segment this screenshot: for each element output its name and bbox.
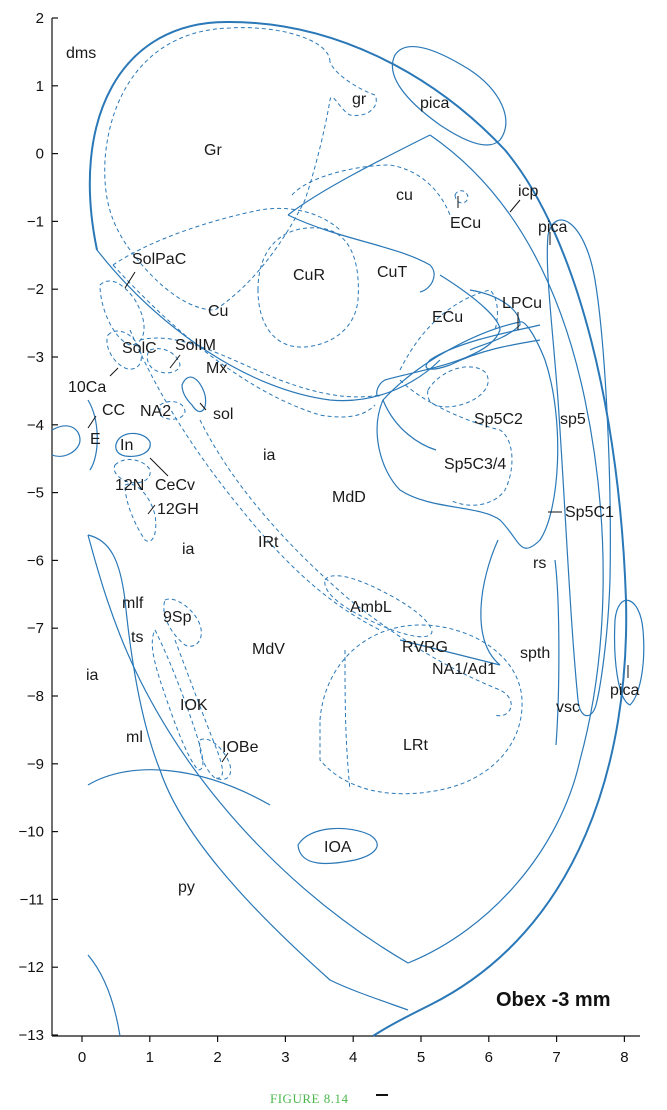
label-pica-top: pica	[420, 95, 449, 112]
region-labels: dms gr pica Gr cu icp ECu pica SolPaC Cu…	[66, 45, 639, 896]
x-tick-label: 1	[146, 1049, 154, 1066]
label-AmbL: AmbL	[350, 599, 392, 616]
label-10Ca: 10Ca	[68, 379, 106, 396]
x-tick-label: 0	[78, 1049, 86, 1066]
y-tick-label: −12	[19, 959, 44, 976]
y-tick-label: −1	[27, 213, 44, 230]
x-tick-label: 4	[349, 1049, 357, 1066]
y-tick-label: −8	[27, 688, 44, 705]
label-rs: rs	[533, 555, 546, 572]
label-pica-bottom: pica	[610, 682, 639, 699]
label-Cu: Cu	[208, 303, 228, 320]
y-tick-label: −10	[19, 824, 44, 841]
dashed-outlines	[99, 27, 523, 795]
label-Gr: Gr	[204, 142, 222, 159]
pica-right-capsule	[546, 219, 611, 717]
leader-lines	[87, 196, 629, 763]
label-In: In	[120, 437, 133, 454]
inner-boundary	[87, 134, 604, 964]
x-tick-label: 3	[281, 1049, 289, 1066]
label-CC: CC	[102, 402, 125, 419]
outer-boundary	[88, 20, 628, 1037]
label-sol: sol	[213, 406, 233, 423]
y-tick-label: −13	[19, 1027, 44, 1044]
label-NA1-Ad1: NA1/Ad1	[432, 661, 496, 678]
y-axis: 2 1 0 −1 −2 −3 −4 −5 −6 −7 −8 −9 −10 −11 −12 −13	[19, 10, 58, 1044]
label-LPCu: LPCu	[502, 295, 542, 312]
cur-boundary	[257, 227, 359, 348]
gr-boundary	[104, 27, 377, 311]
y-tick-label: −6	[27, 552, 44, 569]
label-SolIM: SolIM	[175, 337, 216, 354]
label-MdV: MdV	[252, 641, 285, 658]
y-tick-label: 1	[36, 78, 44, 95]
label-ECu: ECu	[432, 309, 463, 326]
x-tick-label: 7	[552, 1049, 560, 1066]
y-tick-label: −9	[27, 756, 44, 773]
x-tick-label: 8	[620, 1049, 628, 1066]
x-tick-label: 2	[213, 1049, 221, 1066]
label-SolC: SolC	[122, 340, 157, 357]
ambl-outline	[324, 575, 433, 638]
label-SolPaC: SolPaC	[132, 251, 186, 268]
y-tick-label: −11	[20, 891, 44, 908]
label-Sp5C3-4: Sp5C3/4	[444, 456, 506, 473]
label-IOK: IOK	[180, 697, 208, 714]
y-tick-label: 2	[36, 10, 44, 27]
label-cu: cu	[396, 187, 413, 204]
label-vsc: vsc	[556, 699, 580, 716]
label-IRt: IRt	[258, 534, 279, 551]
left-midline	[87, 534, 409, 1011]
label-ml: ml	[126, 729, 143, 746]
label-pica-right: pica	[538, 219, 567, 236]
y-tick-label: −2	[27, 281, 44, 298]
label-CuT: CuT	[377, 264, 407, 281]
figure-caption: FIGURE 8.14	[270, 1091, 348, 1106]
y-tick-label: −3	[27, 349, 44, 366]
label-CuR: CuR	[293, 267, 325, 284]
y-tick-label: −7	[27, 620, 44, 637]
label-ia-left: ia	[86, 667, 99, 684]
label-Mx: Mx	[206, 360, 227, 377]
label-LRt: LRt	[403, 737, 428, 754]
label-gr: gr	[352, 91, 367, 108]
x-tick-label: 6	[485, 1049, 493, 1066]
caption-marker	[376, 1094, 388, 1096]
label-icp: icp	[518, 183, 539, 200]
y-tick-label: 0	[36, 146, 44, 163]
ioa-outline	[297, 827, 378, 865]
label-mlf: mlf	[122, 595, 144, 612]
label-Sp5C1: Sp5C1	[565, 504, 614, 521]
label-IOA: IOA	[324, 839, 352, 856]
label-E: E	[90, 431, 101, 448]
label-12N: 12N	[115, 477, 144, 494]
x-axis: 0 1 2 3 4 5 6 7 8	[52, 1035, 640, 1066]
solid-outlines	[51, 20, 645, 1037]
y-tick-label: −4	[27, 417, 44, 434]
pica-small-capsule	[614, 599, 645, 706]
label-dms: dms	[66, 45, 96, 62]
label-NA2: NA2	[140, 403, 171, 420]
label-MdD: MdD	[332, 489, 366, 506]
label-ia-mid: ia	[182, 541, 195, 558]
y-tick-label: −5	[27, 485, 44, 502]
x-tick-label: 5	[417, 1049, 425, 1066]
pica-top-capsule	[391, 46, 507, 146]
label-Sp5C2: Sp5C2	[474, 411, 523, 428]
label-sp5: sp5	[560, 411, 586, 428]
label-ts: ts	[131, 629, 143, 646]
lrt-outline	[319, 624, 523, 795]
label-spth: spth	[520, 645, 550, 662]
label-py: py	[178, 879, 195, 896]
label-RVRG: RVRG	[402, 639, 448, 656]
label-IOBe: IOBe	[222, 739, 259, 756]
label-ia-upper: ia	[263, 447, 276, 464]
section-title: Obex -3 mm	[496, 989, 610, 1011]
label-12GH: 12GH	[157, 501, 199, 518]
label-9Sp: 9Sp	[163, 609, 192, 626]
label-CeCv: CeCv	[155, 477, 195, 494]
label-ECu-top: ECu	[450, 215, 481, 232]
